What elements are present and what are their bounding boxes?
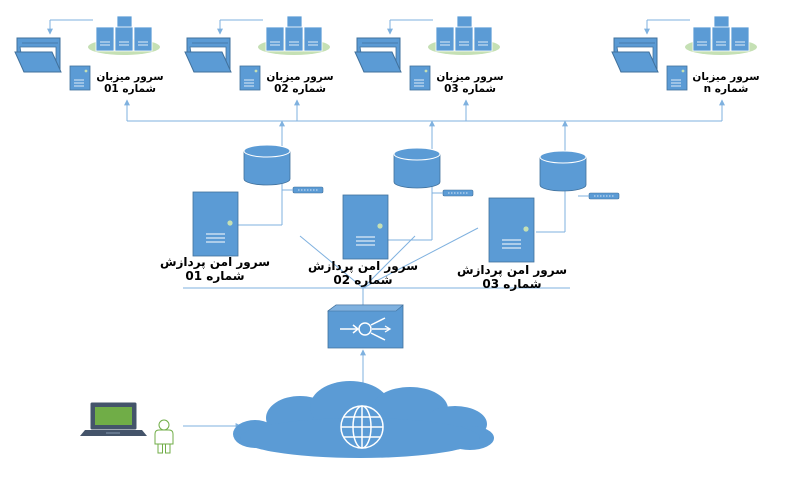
folder-icon	[14, 37, 62, 73]
processing-number: شماره 02	[333, 272, 393, 287]
processing-label-1: سرور امن پردازش شماره 01	[159, 255, 270, 284]
globe-icon	[340, 405, 384, 449]
laptop-icon	[80, 402, 147, 436]
user-icon	[154, 419, 174, 454]
host-label-n: سرور میزبان شماره n	[686, 71, 766, 95]
host-number: شماره 03	[444, 83, 496, 96]
processing-label-3: سرور امن پردازش شماره 03	[456, 263, 567, 292]
host-label-3: سرور میزبان شماره 03	[430, 71, 510, 95]
processing-title: سرور امن پردازش	[159, 255, 270, 269]
switch-icon	[292, 186, 324, 194]
processing-server-3	[488, 150, 620, 263]
database-icon	[243, 144, 291, 186]
server-tower-icon	[69, 65, 91, 91]
host-label-1: سرور میزبان شماره 01	[90, 71, 170, 95]
processing-server-1	[192, 144, 324, 257]
processing-number: شماره 03	[482, 276, 542, 291]
host-title: سرور میزبان	[436, 71, 504, 83]
server-tower-icon	[192, 191, 239, 257]
host-group-1	[14, 15, 160, 91]
host-number: شماره 01	[104, 83, 156, 96]
host-label-2: سرور میزبان شماره 02	[260, 71, 340, 95]
host-title: سرور میزبان	[266, 71, 334, 83]
router-link-1	[299, 235, 364, 289]
processing-title: سرور امن پردازش	[307, 259, 418, 273]
router-link-3	[362, 227, 479, 289]
host-number: شماره 02	[274, 83, 326, 96]
processing-label-2: سرور امن پردازش شماره 02	[307, 259, 418, 288]
server-cluster-icon	[95, 15, 153, 52]
host-number: شماره n	[703, 83, 749, 96]
router-icon	[327, 304, 404, 349]
host-title: سرور میزبان	[96, 71, 164, 83]
processing-number: شماره 01	[185, 268, 245, 283]
connectors	[124, 99, 725, 429]
cloud-icon	[233, 381, 494, 458]
processing-title: سرور امن پردازش	[456, 263, 567, 277]
router-link-2	[362, 235, 416, 289]
host-title: سرور میزبان	[692, 71, 760, 83]
